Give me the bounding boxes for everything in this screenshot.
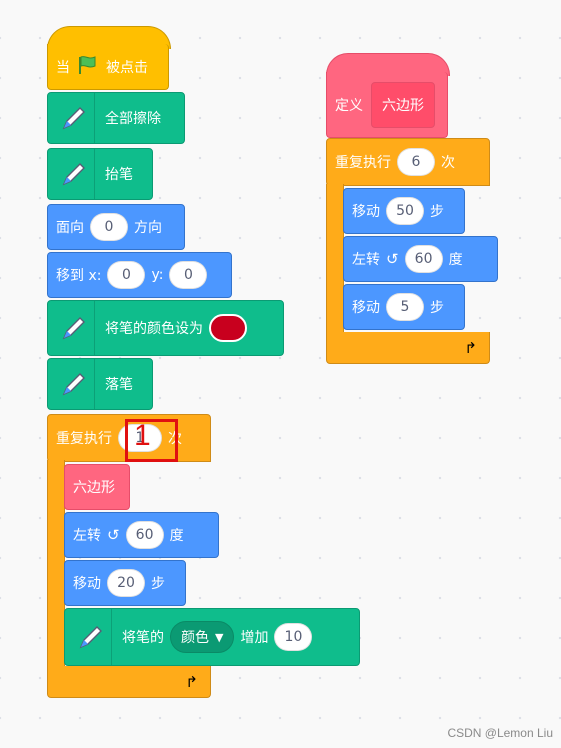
when-flag-clicked-block[interactable]: 当 被点击 (47, 44, 169, 90)
pen-icon (52, 93, 95, 143)
pen-icon (52, 149, 95, 199)
define-name: 六边形 (382, 97, 424, 114)
repeat-label: 重复执行 (56, 431, 112, 447)
annotation-highlight-box (125, 419, 178, 462)
move-label: 移动 (73, 576, 101, 592)
direction-input[interactable]: 0 (90, 213, 128, 241)
define-repeat-count-input[interactable]: 6 (397, 148, 435, 176)
turn-left-block[interactable]: 左转 ↺ 60 度 (64, 512, 219, 558)
define-move-suffix: 步 (430, 204, 444, 220)
pen-icon (52, 301, 95, 355)
erase-all-label: 全部擦除 (105, 111, 161, 127)
change-pen-param-block[interactable]: 将笔的 颜色 ▼ 增加 10 (64, 608, 360, 666)
define-move2-suffix: 步 (430, 300, 444, 316)
annotation-number: 1 (134, 419, 151, 452)
hat-text-after: 被点击 (106, 59, 148, 76)
define-move-label: 移动 (352, 204, 380, 220)
set-pen-color-block[interactable]: 将笔的颜色设为 (47, 300, 284, 356)
move-suffix: 步 (151, 576, 165, 592)
point-direction-label: 面向 (56, 220, 84, 236)
set-pen-color-label: 将笔的颜色设为 (105, 321, 203, 337)
define-move2-steps-input[interactable]: 5 (386, 293, 424, 321)
define-turn-left-block[interactable]: 左转 ↺ 60 度 (343, 236, 498, 282)
hat-text-before: 当 (56, 59, 70, 76)
call-hexagon-label: 六边形 (73, 480, 115, 496)
turn-left-suffix: 度 (169, 528, 184, 544)
pen-param-value: 颜色 (181, 630, 209, 646)
define-repeat-block[interactable]: 重复执行 6 次 (326, 138, 490, 186)
loop-arrow-icon: ↱ (185, 673, 198, 691)
y-input[interactable]: 0 (169, 261, 208, 289)
define-move-steps-block-2[interactable]: 移动 5 步 (343, 284, 465, 330)
repeat-block-bottom: ↱ (47, 666, 211, 698)
define-repeat-bottom: ↱ (326, 332, 490, 364)
rotate-left-icon: ↺ (107, 526, 120, 544)
define-repeat-label: 重复执行 (335, 155, 391, 171)
call-hexagon-block[interactable]: 六边形 (64, 464, 130, 510)
pen-icon (52, 359, 95, 409)
pen-down-label: 落笔 (105, 377, 133, 393)
define-move-steps-input[interactable]: 50 (386, 197, 424, 225)
x-input[interactable]: 0 (107, 261, 146, 289)
point-in-direction-block[interactable]: 面向 0 方向 (47, 204, 185, 250)
define-move2-label: 移动 (352, 300, 380, 316)
define-hexagon-block[interactable]: 定义 六边形 (326, 72, 448, 138)
turn-left-label: 左转 (73, 528, 101, 544)
define-turn-left-label: 左转 (352, 252, 380, 268)
change-pen-label: 将笔的 (122, 630, 164, 646)
pen-color-swatch[interactable] (209, 314, 247, 342)
watermark-text: CSDN @Lemon Liu (447, 726, 553, 740)
pen-up-block[interactable]: 抬笔 (47, 148, 153, 200)
rotate-left-icon: ↺ (386, 250, 399, 268)
pen-param-dropdown[interactable]: 颜色 ▼ (170, 621, 235, 653)
pen-up-label: 抬笔 (105, 167, 133, 183)
repeat-block-arm (47, 460, 65, 668)
define-label: 定义 (335, 97, 363, 114)
green-flag-icon (76, 54, 98, 80)
chevron-down-icon: ▼ (215, 630, 224, 644)
define-repeat-suffix: 次 (441, 155, 455, 171)
pen-down-block[interactable]: 落笔 (47, 358, 153, 410)
goto-label: 移到 x: (56, 268, 102, 284)
define-repeat-arm (326, 184, 344, 334)
goto-y-label: y: (151, 267, 164, 283)
loop-arrow-icon: ↱ (464, 339, 477, 357)
define-turn-degrees-input[interactable]: 60 (404, 245, 443, 273)
change-op-label: 增加 (240, 630, 269, 646)
turn-degrees-input[interactable]: 60 (125, 521, 164, 549)
move-steps-input[interactable]: 20 (107, 569, 145, 597)
erase-all-block[interactable]: 全部擦除 (47, 92, 185, 144)
goto-xy-block[interactable]: 移到 x: 0 y: 0 (47, 252, 232, 298)
point-direction-suffix: 方向 (134, 220, 162, 236)
define-name-slot[interactable]: 六边形 (371, 81, 435, 128)
change-value-input[interactable]: 10 (274, 623, 313, 651)
move-steps-block[interactable]: 移动 20 步 (64, 560, 186, 606)
pen-icon (69, 609, 112, 665)
define-move-steps-block[interactable]: 移动 50 步 (343, 188, 465, 234)
define-turn-left-suffix: 度 (448, 252, 463, 268)
